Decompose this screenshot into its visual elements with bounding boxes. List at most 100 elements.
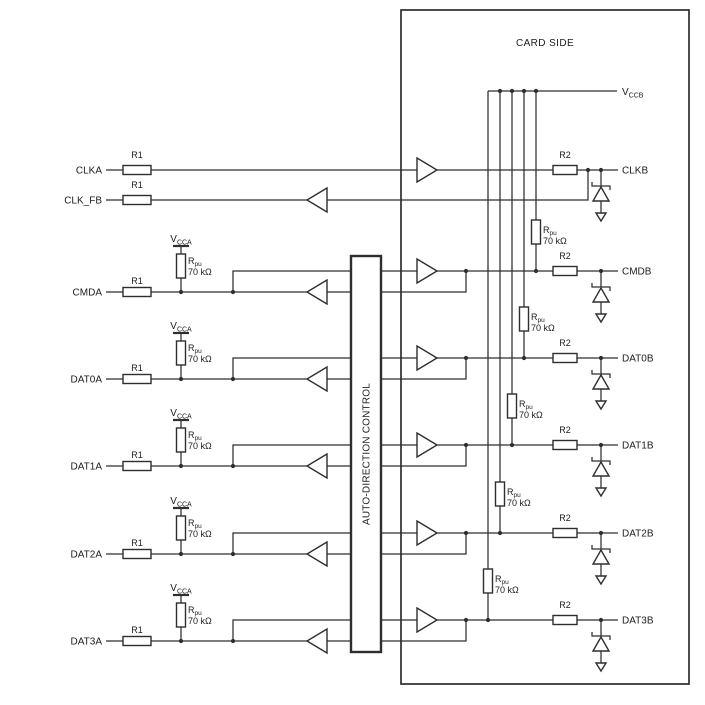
junction-dot [178, 551, 184, 557]
rpu-value: 70 kΩ [531, 323, 555, 333]
rpu-label: Rpu [495, 574, 509, 586]
junction-dot [463, 268, 469, 274]
pullup-resistor-icon [494, 481, 506, 507]
channel-dat0: VCCA Rpu 70 kΩ Rpu 70 kΩ R1 R2 DAT0A DAT… [71, 306, 654, 410]
r2-series-resistor-icon [552, 439, 578, 451]
pullup-resistor-icon [506, 393, 518, 419]
a-to-b-buffer-icon [416, 520, 438, 546]
a-to-b-buffer-icon [416, 157, 438, 183]
esd-clamp-diode-icon [591, 444, 611, 497]
vcca-label: VCCA [170, 408, 192, 421]
r1-series-resistor-icon [122, 164, 152, 176]
r2-label: R2 [559, 251, 571, 261]
r2-series-resistor-icon [552, 265, 578, 277]
r2-label: R2 [559, 513, 571, 523]
b-to-a-buffer-icon [306, 453, 328, 479]
channel-dat3: VCCA Rpu 70 kΩ Rpu 70 kΩ R1 R2 DAT3A DAT… [71, 568, 654, 672]
port-label-clka: CLKA [76, 166, 102, 177]
r2-label: R2 [559, 150, 571, 160]
r2-series-resistor-icon [552, 527, 578, 539]
vcca-label: VCCA [170, 321, 192, 334]
junction-dot [230, 289, 236, 295]
vcca-label: VCCA [170, 234, 192, 247]
channel-dat2: VCCA Rpu 70 kΩ Rpu 70 kΩ R1 R2 DAT2A DAT… [71, 481, 654, 585]
rpu-label: Rpu [543, 225, 557, 237]
junction-dot [230, 463, 236, 469]
esd-clamp-diode-icon [591, 270, 611, 323]
r2-label: R2 [559, 425, 571, 435]
port-label-dat0a: DAT0A [71, 375, 103, 386]
rpu-value: 70 kΩ [188, 441, 212, 451]
pullup-resistor-icon [482, 568, 494, 594]
rpu-value: 70 kΩ [495, 585, 519, 595]
port-label-cmda: CMDA [73, 288, 103, 299]
junction-dot [533, 88, 539, 94]
r2-label: R2 [559, 600, 571, 610]
channel-clk: R1 R1 R2 CLKA CLK_FB CLKB [64, 150, 648, 222]
port-label-dat1a: DAT1A [71, 462, 103, 473]
junction-dot [178, 463, 184, 469]
junction-dot [521, 355, 527, 361]
pullup-resistor-icon [518, 306, 530, 332]
port-label-dat2a: DAT2A [71, 550, 103, 561]
esd-clamp-diode-icon [591, 532, 611, 585]
b-to-a-buffer-icon [306, 187, 328, 213]
b-to-a-buffer-icon [306, 628, 328, 654]
junction-dot [497, 88, 503, 94]
port-label-clkb: CLKB [622, 166, 648, 177]
junction-dot [178, 376, 184, 382]
b-to-a-buffer-icon [306, 366, 328, 392]
r2-series-resistor-icon [552, 614, 578, 626]
channel-cmd: VCCA Rpu 70 kΩ Rpu 70 kΩ R1 R2 CMDA CMDB [73, 219, 652, 323]
r2-series-resistor-icon [552, 164, 578, 176]
rpu-value: 70 kΩ [188, 616, 212, 626]
port-label-dat1b: DAT1B [622, 441, 654, 452]
esd-clamp-diode-icon [591, 169, 611, 222]
port-label-dat3b: DAT3B [622, 616, 654, 627]
a-to-b-buffer-icon [416, 432, 438, 458]
junction-dot [509, 442, 515, 448]
port-label-dat3a: DAT3A [71, 637, 103, 648]
b-to-a-buffer-icon [306, 279, 328, 305]
pullup-resistor-icon [530, 219, 542, 245]
r1-label: R1 [131, 625, 143, 635]
auto-direction-control-block: AUTO-DIRECTION CONTROL [349, 254, 383, 654]
a-to-b-buffer-icon [416, 607, 438, 633]
pullup-resistor-icon [175, 602, 187, 628]
junction-dot [230, 551, 236, 557]
junction-dot [230, 638, 236, 644]
r1-series-resistor-icon [122, 548, 152, 560]
port-label-dat2b: DAT2B [622, 529, 654, 540]
rpu-value: 70 kΩ [188, 267, 212, 277]
pullup-resistor-icon [175, 253, 187, 279]
card-side-label: CARD SIDE [516, 38, 574, 49]
port-label-cmdb: CMDB [622, 267, 652, 278]
junction-dot [178, 289, 184, 295]
r1-label: R1 [131, 363, 143, 373]
rpu-value: 70 kΩ [507, 498, 531, 508]
junction-dot [463, 355, 469, 361]
rpu-label: Rpu [188, 256, 202, 268]
b-to-a-buffer-icon [306, 541, 328, 567]
auto-direction-control-label: AUTO-DIRECTION CONTROL [362, 383, 373, 525]
rpu-value: 70 kΩ [188, 354, 212, 364]
r2-series-resistor-icon [552, 352, 578, 364]
junction-dot [521, 88, 527, 94]
r1-label: R1 [131, 150, 143, 160]
vcca-label: VCCA [170, 496, 192, 509]
esd-clamp-diode-icon [591, 357, 611, 410]
rpu-label: Rpu [188, 605, 202, 617]
rpu-label: Rpu [531, 312, 545, 324]
r1-label: R1 [131, 180, 143, 190]
card-side-box [400, 9, 690, 685]
channel-dat1: VCCA Rpu 70 kΩ Rpu 70 kΩ R1 R2 DAT1A DAT… [71, 393, 654, 497]
rpu-label: Rpu [188, 430, 202, 442]
rpu-label: Rpu [188, 343, 202, 355]
vccb-bus: VCCB [487, 87, 644, 620]
r1-label: R1 [131, 276, 143, 286]
a-to-b-buffer-icon [416, 258, 438, 284]
junction-dot [485, 617, 491, 623]
junction-dot [585, 167, 591, 173]
junction-dot [463, 442, 469, 448]
